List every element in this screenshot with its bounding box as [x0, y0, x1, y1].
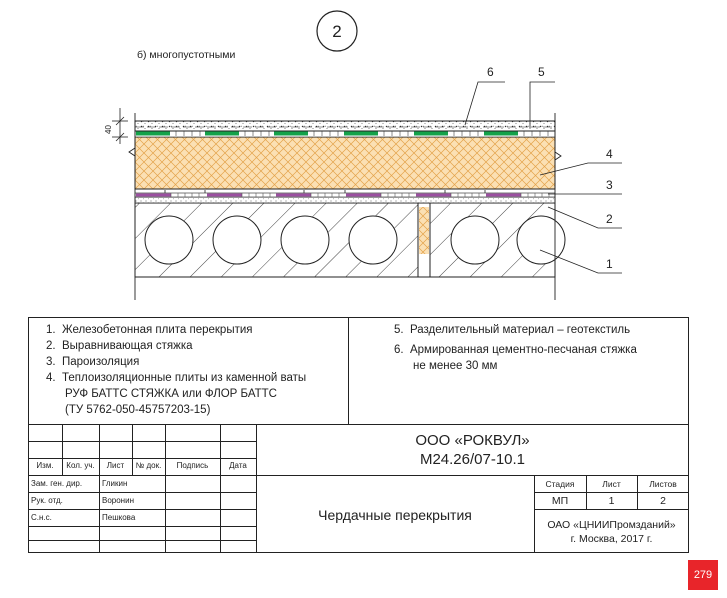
callout-1: 1 [606, 257, 613, 271]
mineral-wool-insulation [134, 136, 556, 190]
col-header-doc-no: № док. [135, 461, 162, 470]
legend-item-4: 4. Теплоизоляционные плиты из каменной в… [46, 372, 307, 384]
signature-role-2: Рук. отд. [31, 496, 63, 505]
dimension-40: 40 [104, 108, 128, 144]
hollow-core-slab [134, 202, 566, 278]
company-name: ООО «РОКВУЛ» [415, 432, 530, 449]
legend-item-4-line-2: РУФ БАТТС СТЯЖКА или ФЛОР БАТТС [65, 388, 277, 400]
callout-5: 5 [538, 65, 545, 79]
floor-section-drawing: 2 40 [104, 10, 622, 300]
sheets-header: Листов [649, 479, 677, 489]
organization-city-year: г. Москва, 2017 г. [570, 533, 653, 545]
col-header-signature: Подпись [176, 461, 209, 470]
signature-name-1: Гликин [102, 479, 128, 488]
stage-header: Стадия [545, 479, 575, 489]
figure-caption: б) многопустотными [137, 49, 236, 61]
organization-name: ОАО «ЦНИИПромзданий» [547, 519, 676, 531]
drawing-title: Чердачные перекрытия [318, 507, 472, 523]
legend-item-2: 2. Выравнивающая стяжка [46, 340, 193, 352]
geotextile-layer [134, 130, 556, 138]
callout-2: 2 [606, 212, 613, 226]
sheet-header: Лист [602, 479, 621, 489]
legend-item-3: 3. Пароизоляция [46, 356, 140, 368]
legend-item-5: 5. Разделительный материал – геотекстиль [394, 324, 631, 336]
col-header-izm: Изм. [36, 461, 54, 470]
callout-6: 6 [487, 65, 494, 79]
callout-leaders [464, 81, 622, 274]
callout-3: 3 [606, 178, 613, 192]
col-header-kol-uch: Кол. уч. [66, 461, 95, 470]
legend-left: 1. Железобетонная плита перекрытия 2. Вы… [46, 322, 346, 418]
figure-number: 2 [316, 10, 358, 52]
page-number-badge: 279 [688, 560, 718, 590]
sheet-value: 1 [608, 495, 615, 507]
legend-item-4-line-3: (ТУ 5762-050-45757203-15) [65, 404, 211, 416]
legend-item-6: 6. Армированная цементно-песчаная стяжка [394, 344, 637, 356]
document-code: М24.26/07-10.1 [419, 451, 526, 468]
signature-name-3: Пешкова [102, 513, 136, 522]
break-lines [128, 113, 562, 300]
signature-role-1: Зам. ген. дир. [31, 479, 83, 488]
signature-role-3: С.н.с. [31, 513, 52, 522]
col-header-list: Лист [106, 461, 125, 470]
legend-right: 5. Разделительный материал – геотекстиль… [394, 322, 684, 374]
signature-name-2: Воронин [102, 496, 134, 505]
legend-item-6-line-2: не менее 30 мм [413, 360, 498, 372]
svg-text:2: 2 [332, 22, 341, 41]
legend-item-1: 1. Железобетонная плита перекрытия [46, 324, 253, 336]
stage-value: МП [551, 495, 569, 507]
sheets-value: 2 [660, 495, 666, 507]
dimension-label: 40 [104, 125, 113, 134]
callout-4: 4 [606, 147, 613, 161]
col-header-date: Дата [229, 461, 247, 470]
callout-numbers: 6 5 4 3 2 1 [487, 65, 613, 271]
